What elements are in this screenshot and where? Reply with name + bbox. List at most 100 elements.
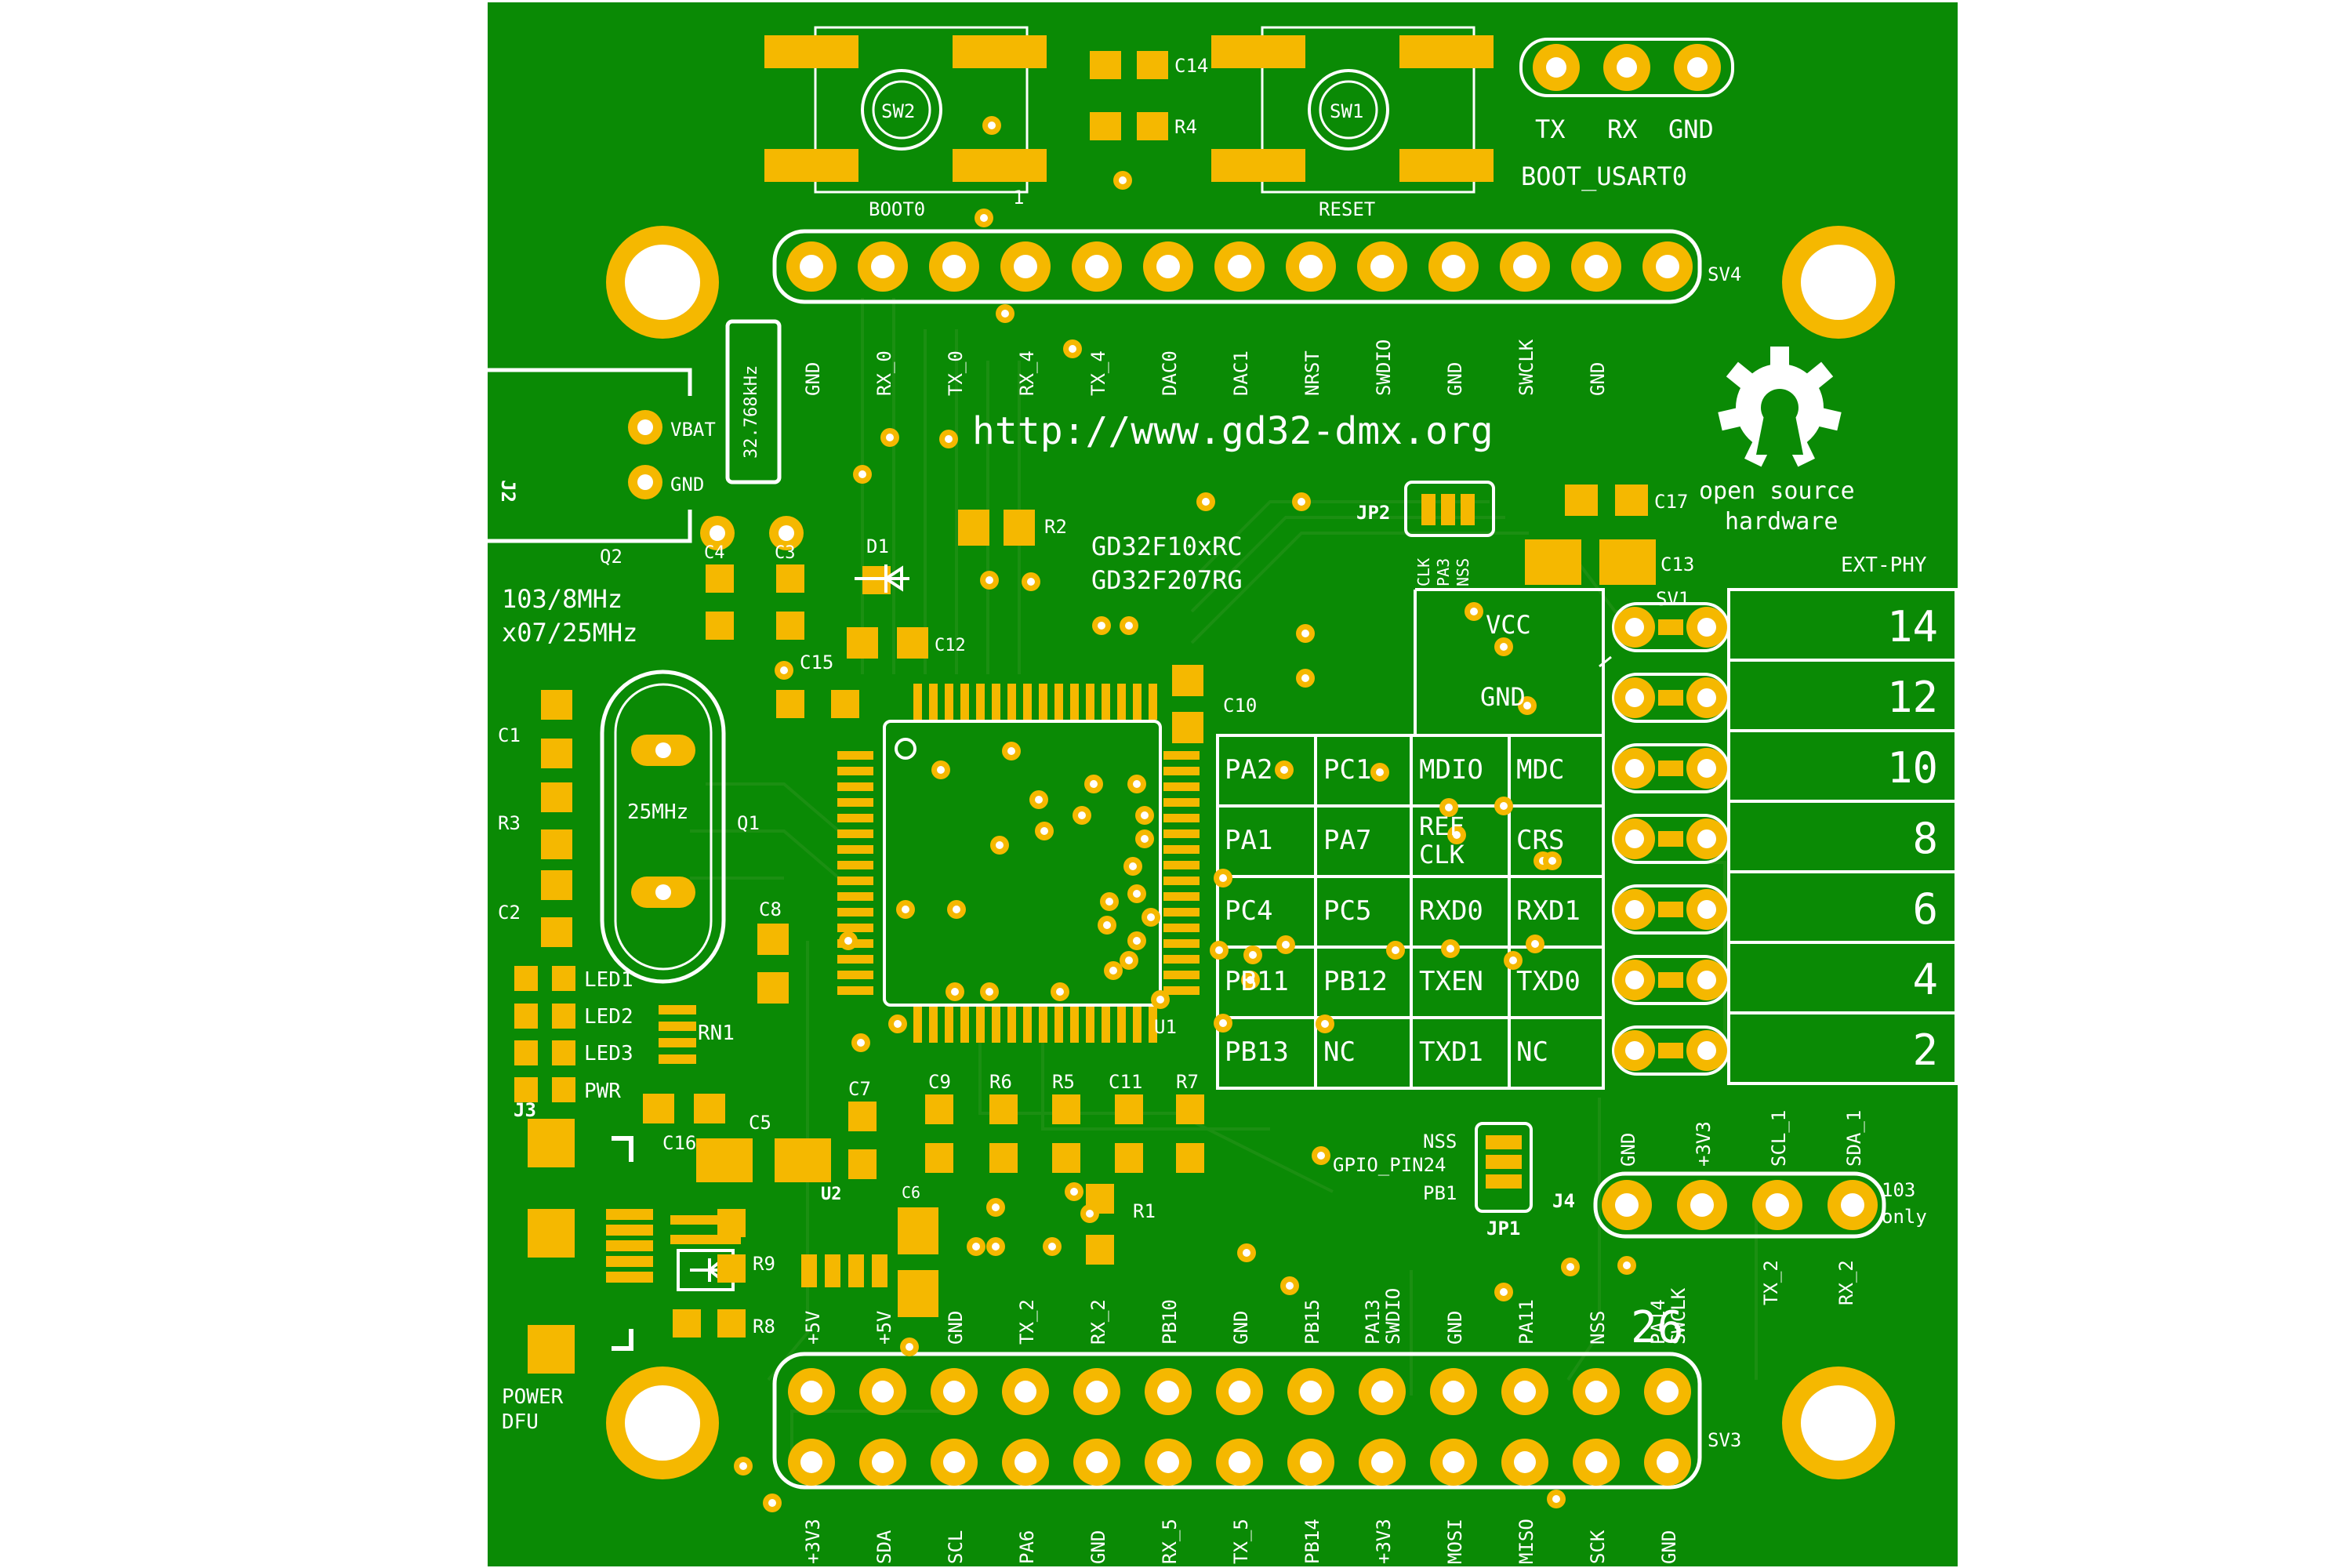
svg-text:C17: C17 — [1654, 491, 1688, 513]
sv3-bottom-label: MISO — [1515, 1519, 1537, 1564]
phy-cell: PA7 — [1323, 825, 1371, 856]
j2-battery — [488, 319, 804, 550]
jp1-pb1: PB1 — [1423, 1182, 1457, 1204]
svg-text:C14: C14 — [1174, 55, 1208, 77]
svg-text:SV3: SV3 — [1708, 1429, 1741, 1451]
vbat-label: VBAT — [670, 419, 716, 441]
mcu-line2: GD32F207RG — [1091, 565, 1243, 595]
sv4-pin-label: RX_0 — [873, 350, 895, 396]
sv4-pin-label: DAC1 — [1230, 350, 1252, 396]
sv4-pin-label: RX_4 — [1016, 350, 1038, 396]
usart-tx: TX — [1535, 114, 1566, 144]
svg-text:Q2: Q2 — [600, 546, 622, 568]
sv3-bottom-label: RX_5 — [1159, 1519, 1181, 1564]
header-sv4 — [772, 229, 1702, 304]
sv3-top-label: GND — [1230, 1311, 1252, 1345]
sv3-top-label: NSS — [1587, 1311, 1609, 1345]
sv3-pin-labels: +5V+3V3+5VSDAGNDSCLTX_2PA6RX_2GNDPB10RX_… — [802, 1287, 1690, 1564]
svg-text:C16: C16 — [662, 1132, 696, 1154]
svg-text:CLK: CLK — [1414, 558, 1433, 586]
svg-text:R3: R3 — [498, 812, 521, 834]
sv3-top-label: SWDIO — [1382, 1288, 1404, 1345]
svg-text:JP2: JP2 — [1356, 502, 1390, 524]
sv4-pin-label: TX_4 — [1087, 350, 1109, 396]
sv4-pin-label: GND — [1444, 362, 1466, 396]
big-26-label: 26 — [1631, 1302, 1683, 1353]
header-sv3 — [772, 1352, 1702, 1490]
led-pads — [514, 966, 696, 1102]
svg-text:RESET: RESET — [1319, 198, 1375, 220]
jp1-nss: NSS — [1423, 1131, 1457, 1152]
sv4-pin-label: TX_0 — [945, 350, 967, 396]
usart-rx: RX — [1607, 114, 1638, 144]
j4-bottom-label: TX_2 — [1760, 1260, 1782, 1305]
power-area — [528, 1094, 938, 1374]
phy-table-grid — [1216, 588, 1612, 1090]
sv3-bottom-label: SDA — [873, 1530, 895, 1564]
phy-cell: NC — [1323, 1036, 1356, 1068]
sv4-pin-label: GND — [802, 362, 824, 396]
svg-text:BOOT0: BOOT0 — [869, 198, 925, 220]
boot-resistor-pads — [1090, 51, 1168, 140]
phy-cell: PC4 — [1225, 895, 1272, 927]
sv4-pin-label: NRST — [1301, 350, 1323, 396]
crystal-q1 — [600, 670, 726, 984]
passive-pads-left — [541, 510, 1203, 1004]
silk-labels: http://www.gd32-dmx.org GD32F10xRC GD32F… — [502, 114, 1927, 1434]
svg-text:Q1: Q1 — [737, 812, 760, 834]
sv3-bottom-label: MOSI — [1444, 1519, 1466, 1564]
sv3-bottom-label: +3V3 — [1373, 1519, 1395, 1564]
phy-cell: TXD1 — [1419, 1036, 1483, 1068]
refdes-labels: SW2 SW1 BOOT0 RESET C14 R4 SV4 J2 Q2 C4 … — [497, 55, 1741, 1451]
sv4-pin-label: GND — [1587, 362, 1609, 396]
switch-sw1 — [1211, 26, 1494, 194]
vias — [734, 116, 1636, 1512]
only-103-line2: only — [1882, 1206, 1927, 1228]
svg-text:C8: C8 — [759, 898, 782, 920]
ext-phy-table — [1727, 588, 1958, 1085]
jumper-jp2 — [1404, 481, 1495, 537]
header-sv1 — [1612, 602, 1730, 1076]
sv3-bottom-label: SCK — [1587, 1530, 1609, 1564]
phy-cell: RXD1 — [1516, 895, 1581, 927]
phy-cell: CRS — [1516, 825, 1564, 856]
phy-cell: PB11 — [1225, 966, 1289, 997]
phy-cell: MDC — [1516, 754, 1564, 786]
jp2-labels: CLK PA3 NSS — [1414, 558, 1472, 586]
svg-text:RN1: RN1 — [698, 1022, 735, 1045]
sv3-bottom-label: PB14 — [1301, 1519, 1323, 1564]
sv3-top-label: PB15 — [1301, 1299, 1323, 1345]
ext-phy-number: 8 — [1912, 814, 1938, 863]
phy-vcc: VCC — [1486, 610, 1531, 640]
svg-text:C15: C15 — [800, 652, 833, 673]
svg-text:R9: R9 — [753, 1253, 775, 1275]
ext-phy-number: 14 — [1887, 602, 1938, 652]
sv4-pin-label: DAC0 — [1159, 350, 1181, 396]
svg-text:LED1: LED1 — [584, 968, 633, 992]
phy-cell: NC — [1516, 1036, 1548, 1068]
svg-text:LED2: LED2 — [584, 1005, 633, 1029]
svg-text:C6: C6 — [902, 1183, 920, 1202]
osh-line2: hardware — [1725, 508, 1838, 535]
j4-bottom-label: RX_2 — [1835, 1260, 1857, 1305]
svg-text:C3: C3 — [775, 543, 796, 563]
phy-cell: PA1 — [1225, 825, 1272, 856]
svg-text:D1: D1 — [866, 535, 889, 557]
jumper-jp1 — [1475, 1122, 1533, 1213]
oshw-logo — [1718, 347, 1842, 467]
svg-text:C1: C1 — [498, 724, 521, 746]
svg-text:SW1: SW1 — [1330, 100, 1363, 122]
svg-text:C10: C10 — [1223, 695, 1257, 717]
sv3-top-label: PB10 — [1159, 1299, 1181, 1345]
osc-line2: x07/25MHz — [502, 618, 637, 648]
j4-top-label: SCL_1 — [1768, 1110, 1790, 1167]
power-dfu-line2: DFU — [502, 1410, 539, 1434]
svg-text:JP1: JP1 — [1486, 1218, 1520, 1240]
header-j4 — [1593, 1171, 1886, 1239]
svg-text:J4: J4 — [1552, 1190, 1575, 1212]
svg-text:PA3: PA3 — [1434, 558, 1453, 586]
sv3-top-label: GND — [1444, 1311, 1466, 1345]
svg-text:C2: C2 — [498, 902, 521, 924]
